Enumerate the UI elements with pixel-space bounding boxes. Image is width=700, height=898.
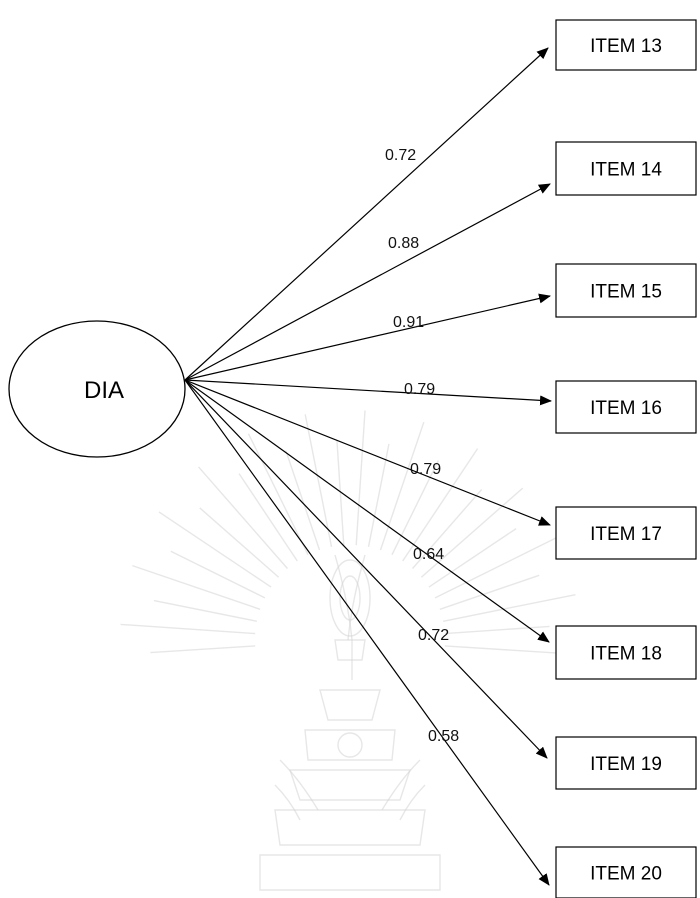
item-box-item-18 — [555, 625, 697, 680]
watermark-ray — [198, 466, 288, 569]
loading-value-item-18: 0.64 — [413, 546, 444, 563]
watermark-ray — [132, 564, 261, 610]
watermark-ray — [120, 623, 256, 635]
item-node-item-19: ITEM 19 — [555, 736, 697, 790]
watermark-ray — [355, 410, 366, 546]
item-box-item-13 — [555, 19, 697, 71]
loading-value-item-19: 0.72 — [418, 627, 449, 644]
path-arrow-item-13 — [184, 47, 549, 381]
item-node-item-20: ITEM 20 — [555, 846, 697, 898]
watermark-ray — [285, 450, 321, 551]
path-arrow-item-17 — [184, 379, 551, 526]
loading-value-item-17: 0.79 — [410, 461, 441, 478]
item-label-item-15: ITEM 15 — [590, 282, 662, 303]
item-label-item-17: ITEM 17 — [590, 524, 662, 545]
item-box-item-20 — [555, 846, 697, 898]
item-node-item-18: ITEM 18 — [555, 625, 697, 680]
watermark-ray — [247, 433, 309, 556]
item-node-item-15: ITEM 15 — [555, 263, 697, 318]
watermark-ray — [367, 443, 390, 547]
path-arrow-item-20 — [184, 379, 550, 886]
loading-value-item-14: 0.88 — [388, 235, 419, 252]
item-node-item-17: ITEM 17 — [555, 506, 697, 560]
watermark-ray — [199, 507, 280, 578]
loading-paths — [184, 47, 552, 886]
factor-label: DIA — [84, 377, 124, 404]
watermark-ray — [402, 448, 479, 562]
loading-value-item-16: 0.79 — [404, 381, 435, 398]
watermark-emblem — [120, 410, 580, 891]
watermark-ray — [158, 511, 272, 588]
path-arrow-item-19 — [184, 379, 548, 759]
item-node-item-16: ITEM 16 — [555, 380, 697, 434]
watermark-ray — [444, 625, 550, 635]
watermark-ray — [170, 550, 266, 599]
watermark-ray — [442, 593, 576, 622]
item-box-item-14 — [555, 141, 697, 196]
item-node-item-13: ITEM 13 — [555, 19, 697, 71]
watermark-ray — [304, 414, 333, 547]
item-node-item-14: ITEM 14 — [555, 141, 697, 196]
factor-ellipse — [8, 320, 186, 458]
item-label-item-14: ITEM 14 — [590, 160, 662, 181]
watermark-ray — [434, 537, 557, 599]
watermark-ray — [379, 421, 425, 551]
loading-value-item-15: 0.91 — [393, 314, 424, 331]
watermark-ray — [336, 440, 345, 546]
item-label-item-13: ITEM 13 — [590, 36, 662, 57]
item-box-item-17 — [555, 506, 697, 560]
watermark-ray — [439, 574, 540, 610]
item-label-item-16: ITEM 16 — [590, 398, 662, 419]
path-arrow-item-18 — [184, 379, 550, 643]
item-label-item-20: ITEM 20 — [590, 864, 662, 885]
item-boxes: ITEM 13 ITEM 14 ITEM 15 ITEM 16 ITEM 17 ITEM … — [555, 19, 697, 898]
item-label-item-19: ITEM 19 — [590, 754, 662, 775]
watermark-ray — [238, 473, 298, 562]
watermark-ray — [391, 460, 439, 556]
watermark-ray — [150, 645, 256, 654]
watermark-ray — [412, 489, 483, 569]
path-arrow-item-14 — [184, 183, 551, 381]
item-box-item-16 — [555, 380, 697, 434]
item-box-item-19 — [555, 736, 697, 790]
loading-value-item-13: 0.72 — [385, 147, 416, 164]
item-box-item-15 — [555, 263, 697, 318]
path-arrow-item-15 — [184, 293, 551, 381]
loading-labels: 0.72 0.88 0.91 0.79 0.79 0.64 0.72 0.58 — [385, 147, 459, 745]
loading-value-item-20: 0.58 — [428, 728, 459, 745]
path-arrow-item-16 — [184, 379, 552, 406]
watermark-ray — [428, 528, 517, 588]
factor-node: DIA — [8, 320, 186, 458]
item-label-item-18: ITEM 18 — [590, 644, 662, 665]
watermark-ray — [153, 599, 258, 622]
